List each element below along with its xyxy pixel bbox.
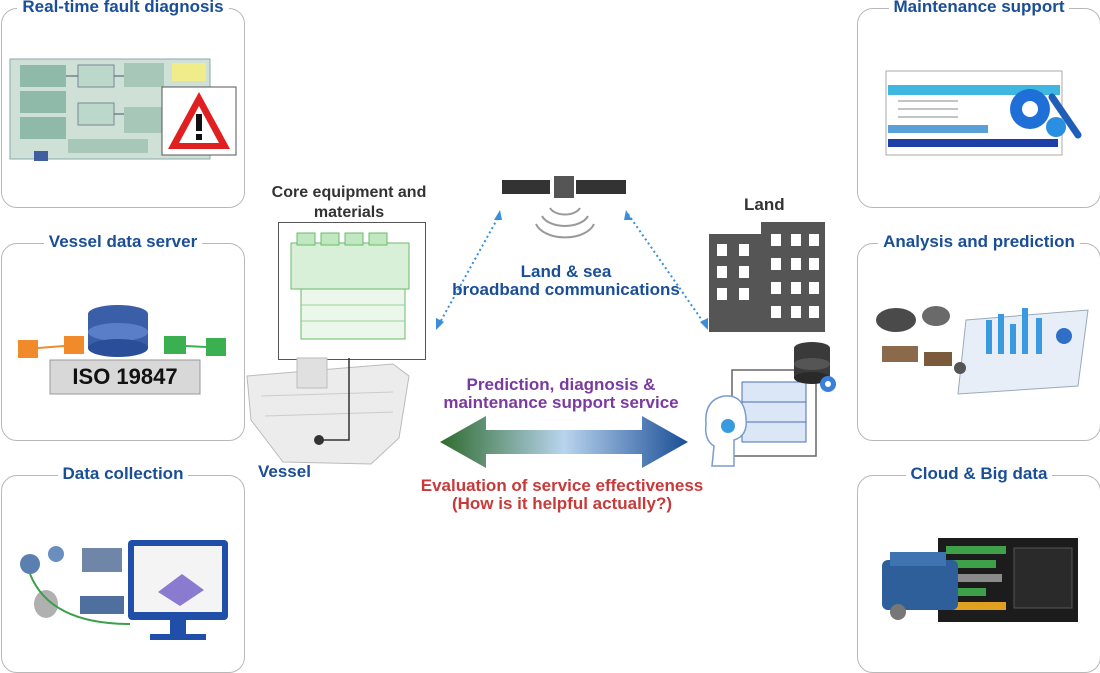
panel-data-collection-title: Data collection — [57, 464, 189, 483]
vessel-label: Vessel — [258, 462, 311, 481]
panel-data-collection: Data collection — [1, 464, 245, 673]
panel-maintenance-support-title: Maintenance support — [888, 0, 1070, 16]
panel-vessel-data-server-title: Vessel data server — [43, 232, 203, 251]
tablet-parts-icon — [876, 306, 1089, 395]
sensors-monitor-icon — [20, 540, 228, 640]
comms-line2: broadband communications — [452, 280, 680, 299]
panel-cloud-big-data-title: Cloud & Big data — [905, 464, 1053, 483]
green-engine-icon — [290, 232, 410, 340]
gear-chart-icon — [885, 70, 1082, 156]
iso-standard-label: ISO 19847 — [72, 364, 178, 389]
core-equipment-text: Core equipment and materials — [271, 184, 427, 221]
evaluation-line1: Evaluation of service effectiveness — [420, 476, 704, 495]
core-equipment-label: Core equipment and materials — [254, 183, 444, 223]
database-server-icon — [18, 305, 226, 395]
panel-cloud-big-data: Cloud & Big data — [857, 464, 1100, 673]
engine-image-frame — [278, 222, 426, 360]
ai-engine-database-icon — [704, 342, 836, 467]
panel-maintenance-support: Maintenance support — [857, 0, 1100, 208]
panel-analysis-prediction: Analysis and prediction — [857, 232, 1100, 441]
land-label: Land — [744, 195, 785, 214]
panel-fault-diagnosis: Real-time fault diagnosis — [1, 0, 245, 208]
comms-line1: Land & sea — [520, 262, 612, 281]
service-line1: Prediction, diagnosis & — [466, 375, 656, 394]
vessel-hull-icon — [246, 357, 410, 465]
engine-dashboard-icon — [882, 538, 1078, 622]
panel-fault-diagnosis-title: Real-time fault diagnosis — [17, 0, 229, 16]
panel-analysis-prediction-title: Analysis and prediction — [878, 232, 1080, 251]
circuit-board-icon — [9, 58, 237, 161]
satellite-icon — [502, 176, 626, 239]
service-line2: maintenance support service — [443, 393, 679, 412]
evaluation-line2: (How is it helpful actually?) — [451, 494, 673, 513]
bidirectional-service-arrow — [440, 416, 688, 468]
building-icon — [709, 222, 825, 332]
panel-vessel-data-server: Vessel data server ISO 19847 — [1, 232, 245, 441]
